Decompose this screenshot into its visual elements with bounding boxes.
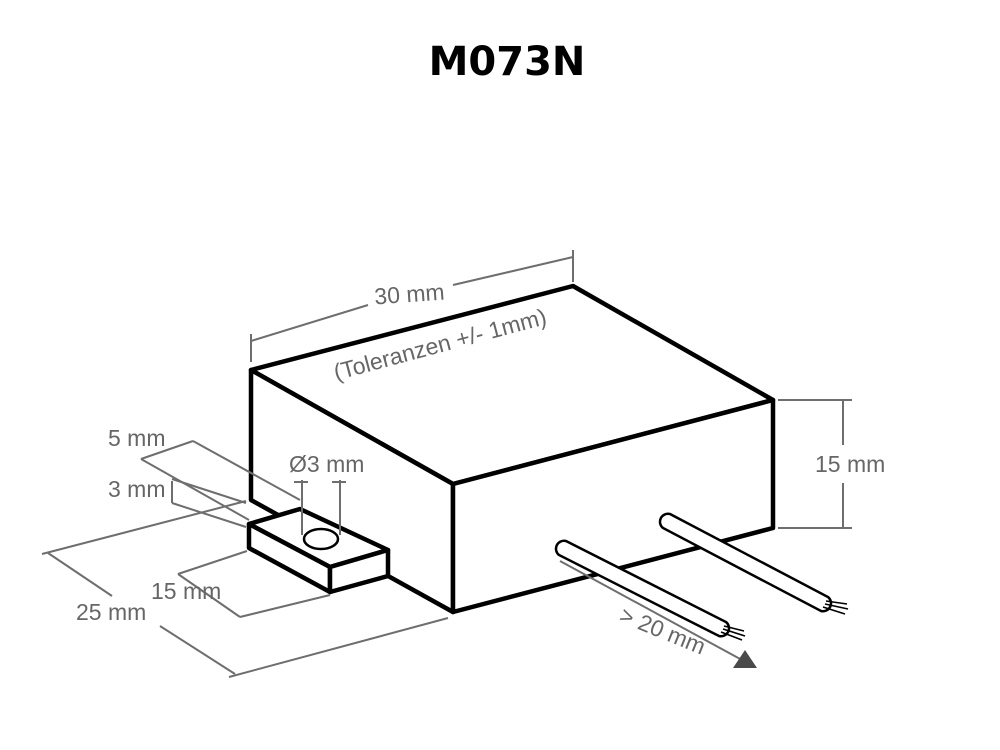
tab-thickness-label: 3 mm [108,476,166,502]
tab-offset-extension-lower [239,594,331,618]
dimension-hole: Ø3 mm [289,451,364,535]
wire-length-arrowhead [733,650,757,668]
tab-thickness-extension-lower [171,502,247,528]
length-dimension-line-left [250,304,369,342]
tab-offset-extension-upper [177,550,248,575]
mounting-hole [302,527,340,551]
tab-width-extension-upper [192,440,301,501]
tab-side-face [327,547,391,595]
depth-extension-upper [41,500,247,555]
wire-front-strand-1 [723,625,745,632]
depth-extension-lower [228,617,449,678]
wire-front-strand-2 [722,628,746,637]
tab-width-dimension-line [140,440,194,460]
wire-front-insulation [554,539,731,638]
dimension-tab-offset: 15 mm [151,550,331,618]
mounting-tab [246,506,391,595]
length-dimension-line-right [452,256,574,286]
wire-back-strand-3 [822,606,846,615]
dimension-tab-thickness: 3 mm [108,476,247,528]
tab-width-label: 5 mm [108,425,166,451]
depth-dimension-line-lower [159,625,236,675]
depth-dimension-line-upper [47,552,113,597]
dimension-wire-length: > 20 mm [559,560,757,668]
length-label: 30 mm [373,279,445,310]
tab-offset-label: 15 mm [151,578,221,604]
wire-length-dimension-line [559,560,743,661]
dimension-height: 15 mm [778,399,885,529]
height-label: 15 mm [815,451,885,477]
wire-back-strand-2 [824,603,849,610]
tab-width-extension-lower [140,458,250,521]
wire-front-strand-3 [720,631,743,641]
tab-offset-dimension-line [177,573,241,618]
wire-front [554,539,746,641]
product-title: M073N [429,39,586,85]
wire-back-strand-1 [825,600,848,605]
tab-thickness-extension-upper [171,478,247,504]
wire-back [658,512,849,615]
dimension-tab-width: 5 mm [108,425,301,521]
housing-right-face [450,397,776,615]
depth-label: 25 mm [76,599,146,625]
dimension-depth: 25 mm [41,500,449,678]
hole-diameter-label: Ø3 mm [289,451,364,477]
module-housing [248,283,776,615]
